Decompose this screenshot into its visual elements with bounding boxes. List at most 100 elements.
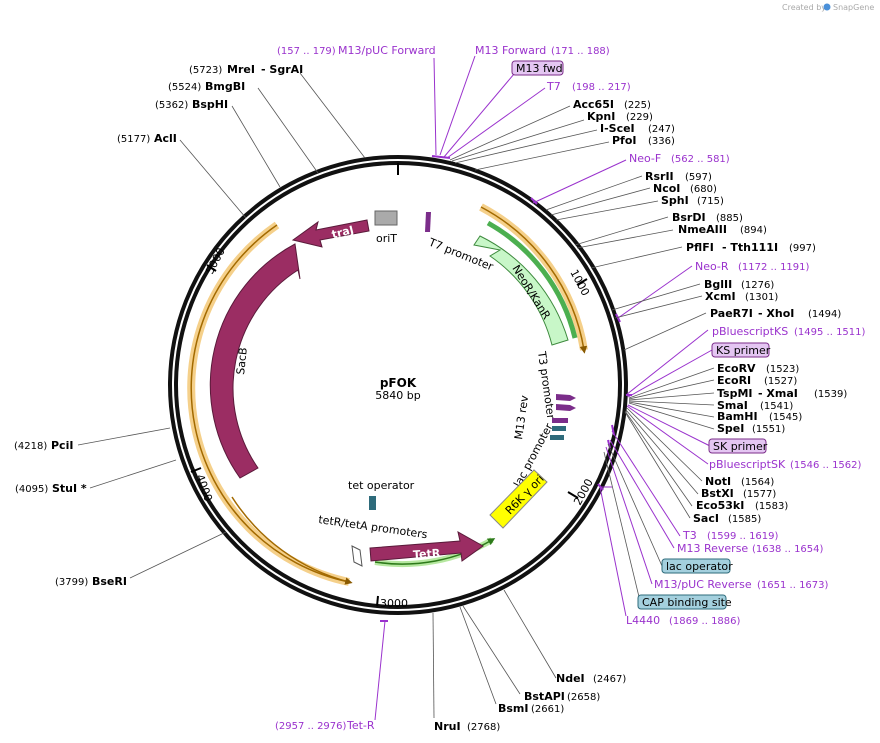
nmeaiii-name: NmeAIII	[678, 223, 727, 236]
leader-bsmi	[459, 606, 497, 705]
m13puc-reverse-range: (1651 .. 1673)	[757, 580, 829, 591]
ndei-name: NdeI	[556, 672, 585, 685]
leader-nrui	[432, 612, 435, 719]
ncoi-name: NcoI	[653, 182, 680, 195]
leader-ecorv	[628, 367, 715, 399]
t3-primer-name: T3	[682, 529, 697, 542]
acc65i-pos: (225)	[624, 100, 651, 111]
leader-rsrii	[545, 175, 643, 211]
neo-r-mark	[615, 313, 621, 323]
credit-prefix: Created by	[782, 3, 826, 12]
leader-pbluescriptks	[625, 329, 709, 396]
bsrdi-name: BsrDI	[672, 211, 706, 224]
paer7i-name: PaeR7I	[710, 307, 753, 320]
m13puc-forward-range: (157 .. 179)	[277, 46, 336, 57]
orf-neo-arc	[480, 206, 588, 354]
neo-r-range: (1172 .. 1191)	[738, 262, 810, 273]
rsrii-name: RsrII	[645, 170, 674, 183]
leader-smai	[628, 400, 715, 406]
pcii-pos: (4218)	[14, 441, 47, 452]
leader-t3	[611, 430, 681, 537]
sphi-name: SphI	[661, 194, 689, 207]
stui-name: StuI *	[52, 482, 87, 495]
bstapi-pos: (2658)	[567, 692, 600, 703]
leader-bstapi	[462, 605, 521, 695]
trsj-label: traJ	[330, 223, 355, 241]
m13-reverse-name: M13 Reverse	[677, 542, 748, 555]
iscei-pos: (247)	[648, 124, 675, 135]
leader-ndei	[503, 589, 557, 679]
right-primer-marks	[597, 394, 632, 491]
bmgbi-pos: (5524)	[168, 82, 201, 93]
bstxi-pos: (1577)	[743, 489, 776, 500]
tetr-label: TetR	[413, 547, 442, 562]
cap-site-mark	[550, 435, 564, 440]
tet-operator-mark	[369, 496, 376, 510]
nmeaiii-pos: (894)	[740, 225, 767, 236]
leader-noti	[626, 407, 703, 482]
bsphi-pos: (5362)	[155, 100, 188, 111]
m13-rev-mark	[552, 418, 568, 423]
t7-primer-range: (198 .. 217)	[572, 82, 631, 93]
leader-pfoi	[474, 141, 610, 171]
sacb-label: SacB	[234, 347, 250, 376]
neo-f-mark	[530, 197, 538, 205]
cap-binding-site-box	[637, 594, 727, 610]
leader-stui	[89, 459, 177, 489]
leader-saci	[624, 411, 691, 519]
leader-spei	[628, 402, 715, 430]
bstapi-name: BstAPI	[524, 690, 565, 703]
sgrai-name: - SgrAI	[261, 63, 303, 76]
orit-feature	[374, 210, 398, 226]
leader-mrei	[299, 72, 366, 159]
top-primer-marks	[431, 155, 451, 159]
leader-cap-site	[603, 451, 641, 602]
t3-primer-range: (1599 .. 1619)	[707, 531, 779, 542]
tick-marks	[190, 163, 588, 607]
leader-bsphi	[231, 105, 281, 188]
tetr-promoter-mark	[351, 545, 363, 567]
lac-operator-box	[661, 558, 731, 574]
t3-promoter-mark	[556, 394, 576, 401]
orf-neo-green	[486, 220, 578, 339]
pcii-name: PciI	[51, 439, 73, 452]
pbluescriptsk-name: pBluescriptSK	[709, 458, 786, 471]
tet-operator-label: tet operator	[348, 479, 415, 492]
bstxi-name: BstXI	[701, 487, 734, 500]
smai-pos: (1541)	[760, 401, 793, 412]
backbone-outer	[168, 155, 628, 615]
t3-promoter-mark-2	[556, 404, 576, 411]
pfoi-pos: (336)	[648, 136, 675, 147]
bglii-name: BglII	[704, 278, 732, 291]
lac-operator-mark	[552, 426, 566, 431]
m13-forward-range: (171 .. 188)	[551, 46, 610, 57]
leader-bmgbi	[257, 87, 319, 174]
orf-sacb-arc	[190, 224, 350, 583]
tet-r-name: Tet-R	[346, 719, 375, 732]
credit-brand: SnapGene	[833, 3, 874, 12]
ncoi-pos: (680)	[690, 184, 717, 195]
pbluescriptks-name: pBluescriptKS	[712, 325, 788, 338]
r6k-ori-feature	[489, 469, 548, 529]
smai-name: SmaI	[717, 399, 748, 412]
paer7i-pos: (1494)	[808, 309, 841, 320]
orf-sacb-arrow	[231, 496, 353, 585]
neo-f-range: (562 .. 581)	[671, 154, 730, 165]
ks-primer-box-label: KS primer	[716, 344, 771, 357]
bamhi-pos: (1545)	[769, 412, 802, 423]
m13-forward-name: M13 Forward	[475, 44, 546, 57]
leader-m13-reverse	[609, 439, 675, 549]
leader-nmeaiii	[576, 229, 674, 249]
bseri-pos: (3799)	[55, 577, 88, 588]
leader-eco53ki	[624, 410, 693, 507]
t7-promoter-mark	[425, 212, 431, 232]
neo-f-name: Neo-F	[629, 152, 661, 165]
t7-primer-name: T7	[546, 80, 561, 93]
leader-tet-r	[374, 620, 386, 721]
ks-primer-box	[711, 342, 770, 358]
bsrdi-pos: (885)	[716, 213, 743, 224]
ecorv-pos: (1523)	[766, 364, 799, 375]
l4440-range: (1869 .. 1886)	[669, 616, 741, 627]
noti-name: NotI	[705, 475, 731, 488]
bamhi-name: BamHI	[717, 410, 758, 423]
